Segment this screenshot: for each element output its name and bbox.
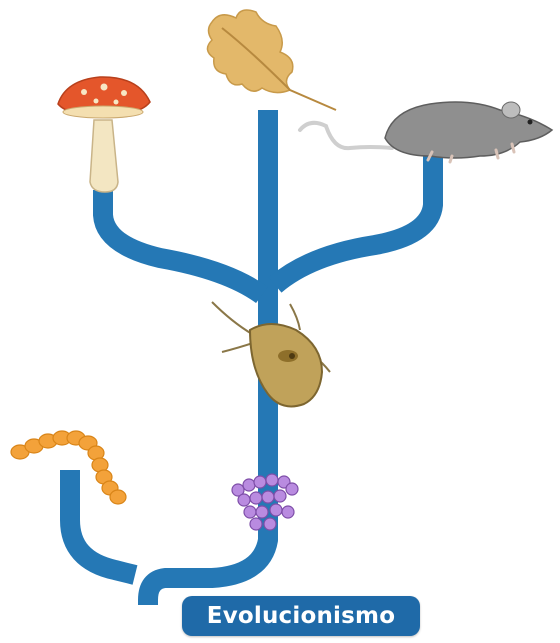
cell-cluster-icon xyxy=(232,474,298,530)
rat-icon xyxy=(300,102,552,162)
mushroom-branch xyxy=(103,190,262,295)
oak-leaf-icon xyxy=(207,10,336,110)
trunk-branch xyxy=(148,110,268,605)
mushroom-icon xyxy=(58,77,150,192)
evolucionismo-label: Evolucionismo xyxy=(182,596,420,636)
rat-branch xyxy=(275,155,433,285)
